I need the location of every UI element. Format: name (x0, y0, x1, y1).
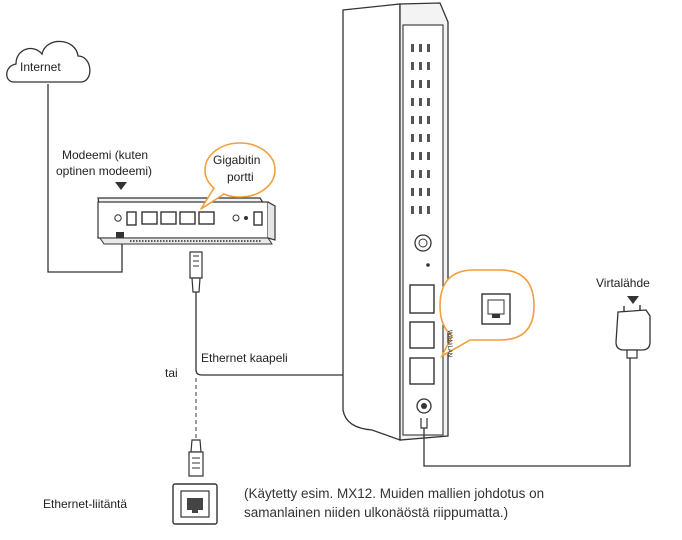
ethernet-cable (195, 292, 372, 376)
gigabit-port-label-line1: Gigabitin (213, 153, 261, 167)
modem-icon (97, 197, 276, 245)
caption-line2: samanlainen niiden ulkonäöstä riippumatt… (244, 505, 509, 520)
internet-cable (47, 84, 123, 273)
modem-label-line1: Modeemi (kuten (62, 148, 149, 162)
gigabit-port-label-line2: portti (227, 170, 254, 184)
wan-lan-port-callout (439, 269, 535, 359)
wan-lan-port-label: WAN/LAN (446, 330, 452, 358)
ethernet-plug-icon (188, 439, 204, 477)
power-arrow-icon (627, 296, 639, 304)
gigabit-port-callout (200, 142, 276, 210)
ethernet-plug-icon (189, 251, 203, 293)
internet-label: Internet (20, 60, 61, 74)
ethernet-cable-label: Ethernet kaapeli (201, 351, 288, 365)
or-label: tai (165, 366, 178, 380)
wall-socket-icon (172, 483, 218, 525)
power-supply-label: Virtalähde (596, 276, 650, 290)
modem-label-line2: optinen modeemi) (56, 164, 153, 178)
power-cable (423, 358, 631, 467)
router-icon (342, 2, 449, 441)
ethernet-outlet-label: Ethernet-liitäntä (43, 497, 128, 511)
power-adapter-icon (615, 305, 651, 359)
modem-arrow-icon (115, 182, 127, 190)
router-vents (411, 44, 430, 214)
cloud-icon (6, 40, 91, 83)
caption-line1: (Käytetty esim. MX12. Muiden mallien joh… (244, 486, 545, 501)
